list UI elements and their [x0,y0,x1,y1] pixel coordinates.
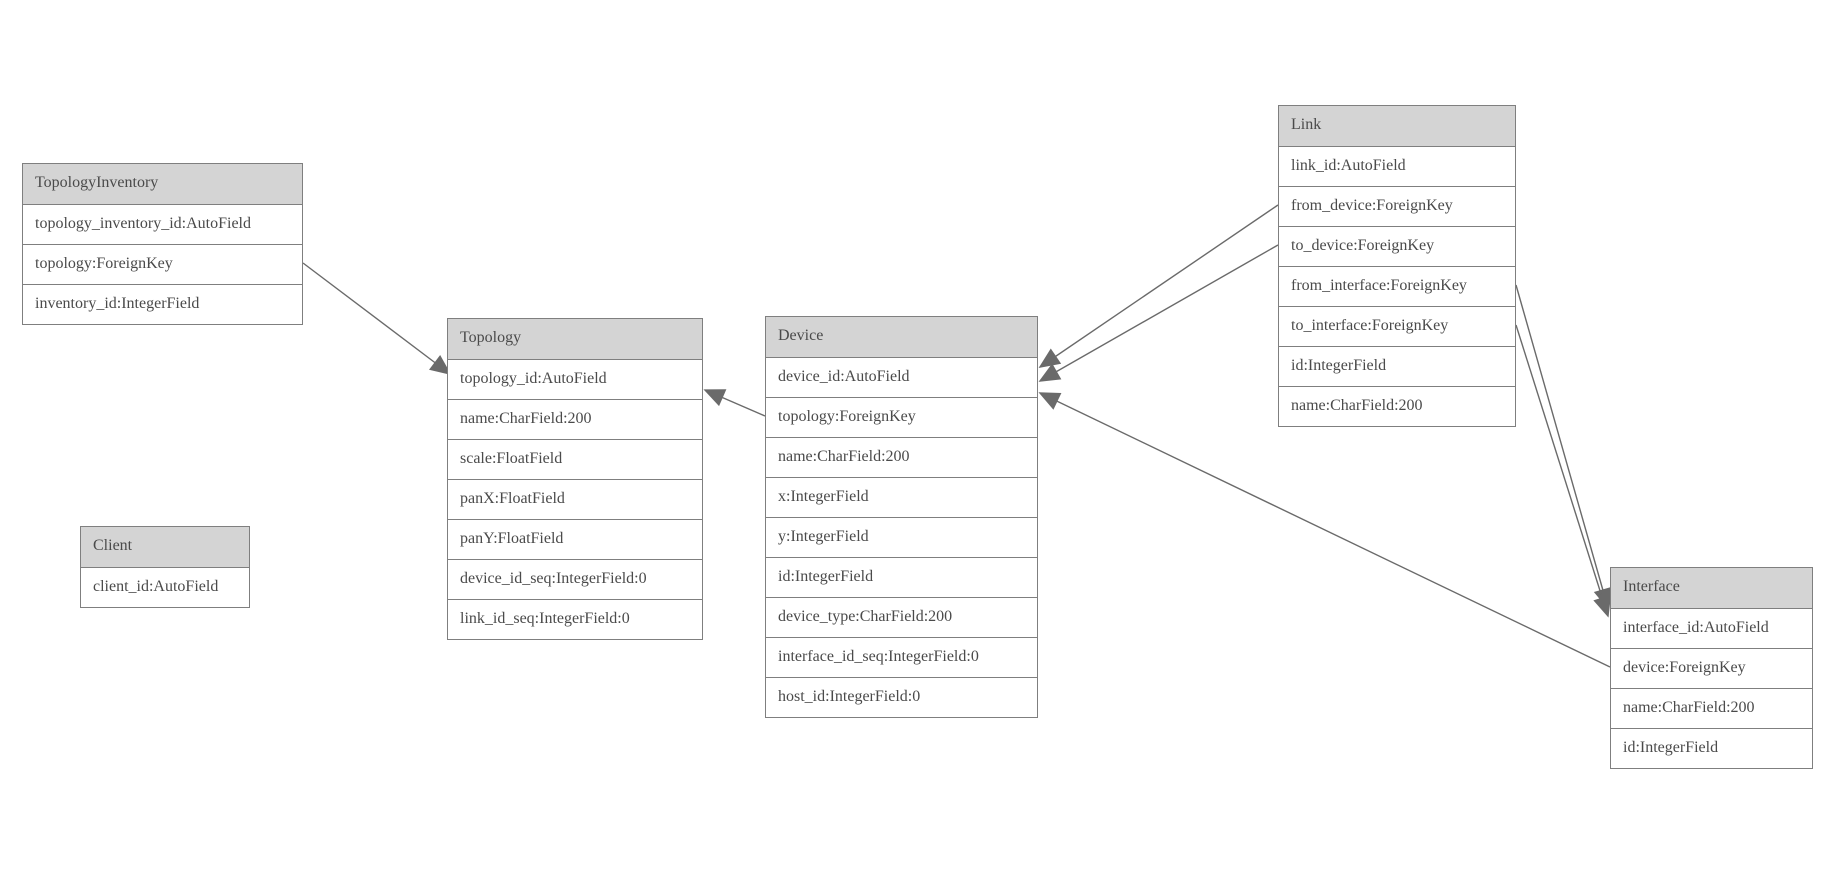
entity-field-row: host_id:IntegerField:0 [766,677,1037,717]
entity-field-row: device_type:CharField:200 [766,597,1037,637]
entity-title: Topology [448,319,702,359]
edge-device-topology-to-topology [703,389,766,417]
entity-field-row: device:ForeignKey [1611,648,1812,688]
edge-topologyinventory-topology-to-topology [302,262,452,376]
entity-field-row: inventory_id:IntegerField [23,284,302,324]
edge-link-from_device-to-device [1038,204,1279,368]
entity-field-row: topology:ForeignKey [766,397,1037,437]
edge-link-to_interface-to-interface [1515,324,1611,618]
entity-field-row: name:CharField:200 [766,437,1037,477]
entity-field-row: topology_inventory_id:AutoField [23,204,302,244]
entity-field-row: device_id_seq:IntegerField:0 [448,559,702,599]
entity-field-row: scale:FloatField [448,439,702,479]
entity-field-row: id:IntegerField [1279,346,1515,386]
entity-field-row: from_device:ForeignKey [1279,186,1515,226]
entity-title: Interface [1611,568,1812,608]
entity-field-row: panX:FloatField [448,479,702,519]
entity-field-row: link_id:AutoField [1279,146,1515,186]
entity-field-row: to_interface:ForeignKey [1279,306,1515,346]
entity-field-row: interface_id_seq:IntegerField:0 [766,637,1037,677]
entity-title: Client [81,527,249,567]
entity-field-row: topology:ForeignKey [23,244,302,284]
entity-field-row: link_id_seq:IntegerField:0 [448,599,702,639]
entity-field-row: from_interface:ForeignKey [1279,266,1515,306]
entity-title: TopologyInventory [23,164,302,204]
entity-field-row: to_device:ForeignKey [1279,226,1515,266]
entity-field-row: topology_id:AutoField [448,359,702,399]
entity-field-row: y:IntegerField [766,517,1037,557]
entity-field-row: client_id:AutoField [81,567,249,607]
entity-field-row: id:IntegerField [1611,728,1812,768]
entity-field-row: name:CharField:200 [1279,386,1515,426]
entity-field-row: device_id:AutoField [766,357,1037,397]
entity-field-row: interface_id:AutoField [1611,608,1812,648]
entity-field-row: x:IntegerField [766,477,1037,517]
edge-link-to_device-to-device [1038,244,1279,382]
entity-title: Link [1279,106,1515,146]
entity-field-row: panY:FloatField [448,519,702,559]
entity-field-row: name:CharField:200 [1611,688,1812,728]
edge-link-from_interface-to-interface [1515,284,1612,610]
entity-field-row: id:IntegerField [766,557,1037,597]
edge-interface-device-to-device [1038,392,1611,668]
entity-title: Device [766,317,1037,357]
entity-field-row: name:CharField:200 [448,399,702,439]
